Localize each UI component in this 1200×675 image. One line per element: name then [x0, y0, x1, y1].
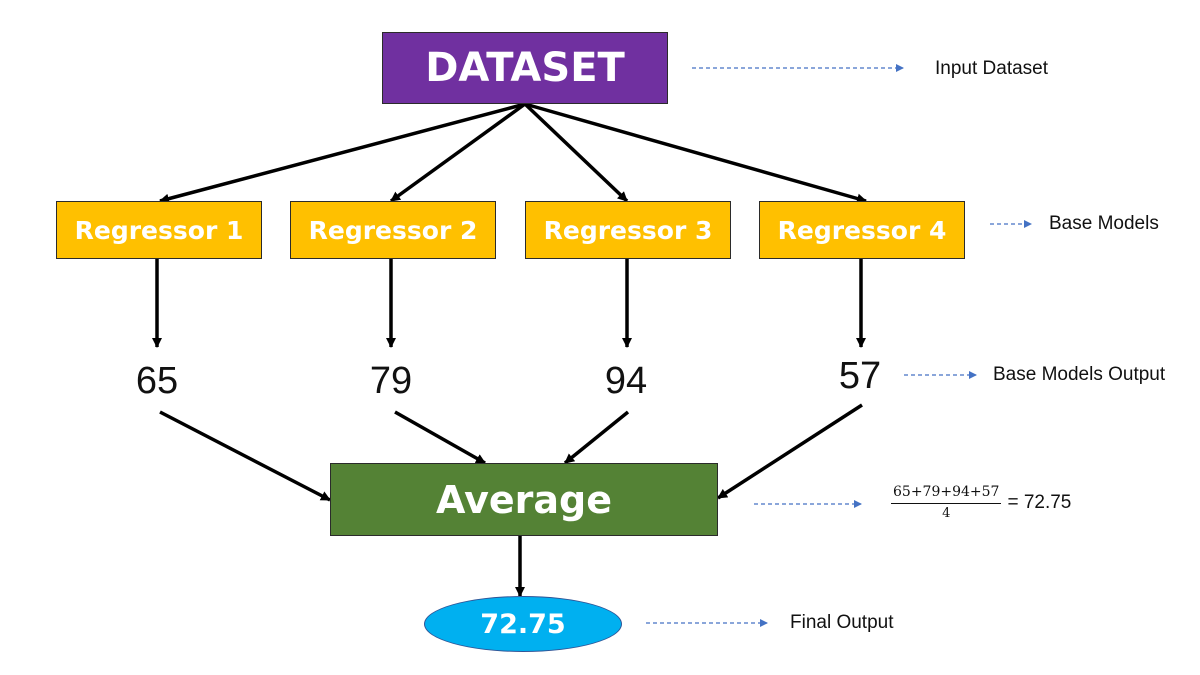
arrow-dataset-to-regressor-4: [524, 102, 867, 204]
arrow-output-4-to-average: [717, 403, 863, 500]
base-models-label: Base Models: [1049, 213, 1159, 234]
regressor-2-box: Regressor 2: [290, 201, 496, 259]
formula-fraction: 65+79+94+57 4: [891, 484, 1002, 521]
average-formula: 65+79+94+57 4 = 72.75: [891, 484, 1071, 521]
formula-numerator: 65+79+94+57: [891, 484, 1002, 504]
regressor-1-output: 65: [135, 360, 179, 402]
regressor-1-box: Regressor 1: [56, 201, 262, 259]
average-box: Average: [330, 463, 718, 536]
base-models-output-label: Base Models Output: [993, 364, 1166, 385]
arrow-output-1-to-average: [159, 410, 331, 502]
formula-denominator: 4: [942, 506, 951, 521]
arrow-dataset-to-regressor-1: [159, 102, 526, 204]
formula-result: = 72.75: [1007, 491, 1072, 513]
final-output-ellipse: 72.75: [424, 596, 622, 652]
arrow-output-3-to-average: [563, 410, 630, 465]
regressor-4-output: 57: [838, 355, 882, 397]
input-dataset-label: Input Dataset: [935, 58, 1049, 79]
arrow-dataset-to-regressor-2: [389, 102, 527, 203]
arrow-dataset-to-regressor-3: [523, 102, 629, 203]
arrow-output-2-to-average: [394, 410, 486, 465]
dataset-box: DATASET: [382, 32, 668, 104]
regressor-3-output: 94: [604, 360, 648, 402]
regressor-2-output: 79: [369, 360, 413, 402]
regressor-3-box: Regressor 3: [525, 201, 731, 259]
regressor-4-box: Regressor 4: [759, 201, 965, 259]
final-output-label: Final Output: [790, 612, 894, 633]
